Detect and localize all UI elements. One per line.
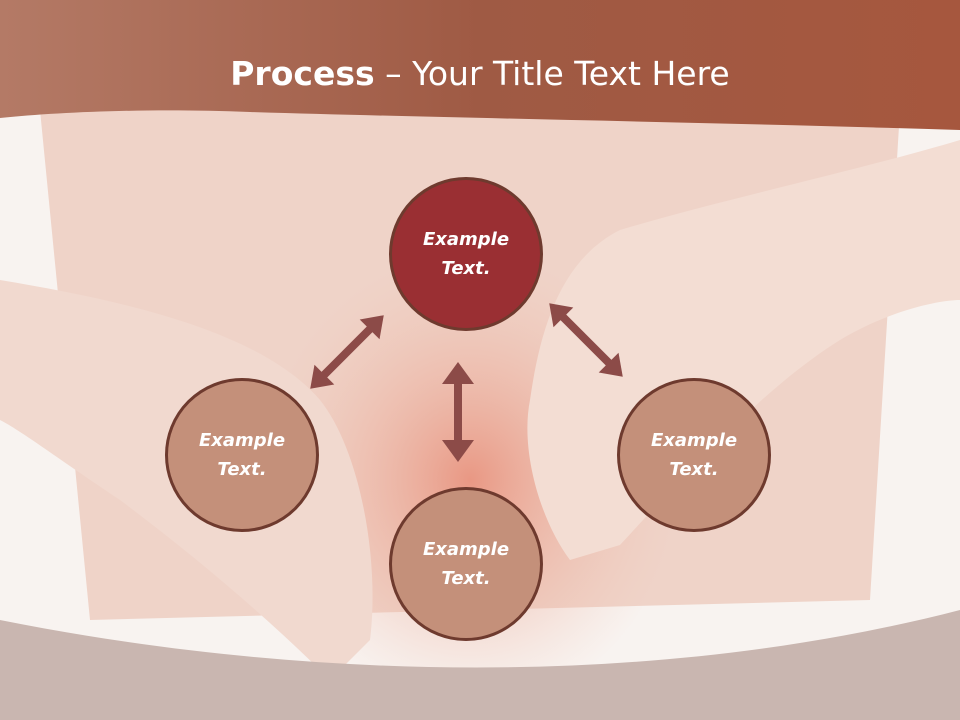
title-rest: – Your Title Text Here xyxy=(374,54,730,93)
process-node-right[interactable]: Example Text. xyxy=(617,378,771,532)
title-bold: Process xyxy=(230,54,375,93)
process-node-bottom[interactable]: Example Text. xyxy=(389,487,543,641)
node-right-label: Example Text. xyxy=(650,430,738,480)
process-node-top[interactable]: Example Text. xyxy=(389,177,543,331)
node-bottom-label: Example Text. xyxy=(422,539,510,589)
node-top-label: Example Text. xyxy=(422,229,510,279)
process-node-left[interactable]: Example Text. xyxy=(165,378,319,532)
slide-title: Process – Your Title Text Here xyxy=(0,50,960,98)
node-left-label: Example Text. xyxy=(198,430,286,480)
header-band xyxy=(0,0,960,130)
waistband-shape xyxy=(0,610,960,720)
